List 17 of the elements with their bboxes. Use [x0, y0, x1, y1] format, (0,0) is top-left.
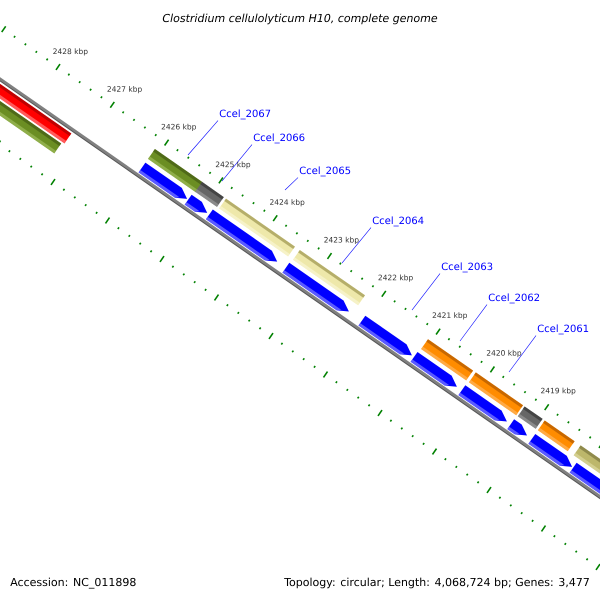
leader-line [508, 335, 536, 372]
gene-label: Ccel_2067 [220, 109, 270, 120]
gene-label: Ccel_2061 [538, 324, 588, 334]
title: Clostridium cellulolyticum H10, complete genome [162, 14, 438, 24]
leader-line [284, 177, 298, 190]
leader-line [412, 273, 440, 310]
gene-label: Ccel_2063 [442, 262, 492, 272]
leader-line [222, 144, 252, 182]
leader-line [342, 227, 372, 264]
gene-label: Ccel_2065 [300, 166, 350, 176]
gene-label: Ccel_2066 [254, 133, 304, 144]
leader-line [188, 120, 218, 156]
gene-label: Ccel_2064 [372, 216, 424, 226]
footer-text: Topology: circular; Length: 4,068,724 bp; Genes: 3,477 [284, 578, 589, 588]
gene-label: Ccel_2062 [488, 293, 540, 304]
footer-text: Accession: NC_011898 [10, 578, 136, 589]
leader-line [460, 304, 488, 342]
